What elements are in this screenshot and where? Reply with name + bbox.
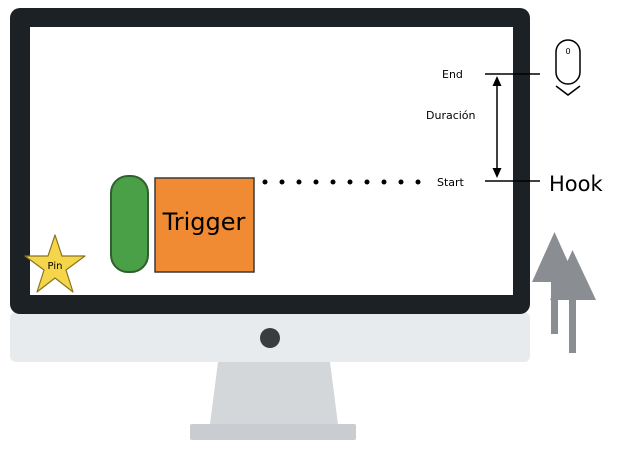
start-label: Start xyxy=(437,176,465,189)
green-pill xyxy=(110,175,149,273)
trigger-label: Trigger xyxy=(162,208,246,236)
camera-dot xyxy=(260,328,280,348)
monitor-stand xyxy=(190,362,356,440)
end-label: End xyxy=(442,68,463,81)
mouse-icon: 0 xyxy=(555,39,581,85)
mouse-button-label: 0 xyxy=(565,47,570,56)
duration-arrow xyxy=(492,76,502,178)
duration-label: Duración xyxy=(426,109,476,122)
hook-label: Hook xyxy=(549,172,603,196)
up-arrow-icon xyxy=(532,232,596,353)
trigger-box xyxy=(154,177,255,273)
star-pin-icon: Pin xyxy=(24,234,86,293)
dotted-line xyxy=(262,179,421,185)
screen-area xyxy=(30,27,513,295)
chevron-down-icon xyxy=(555,85,581,96)
pin-label: Pin xyxy=(48,261,63,272)
